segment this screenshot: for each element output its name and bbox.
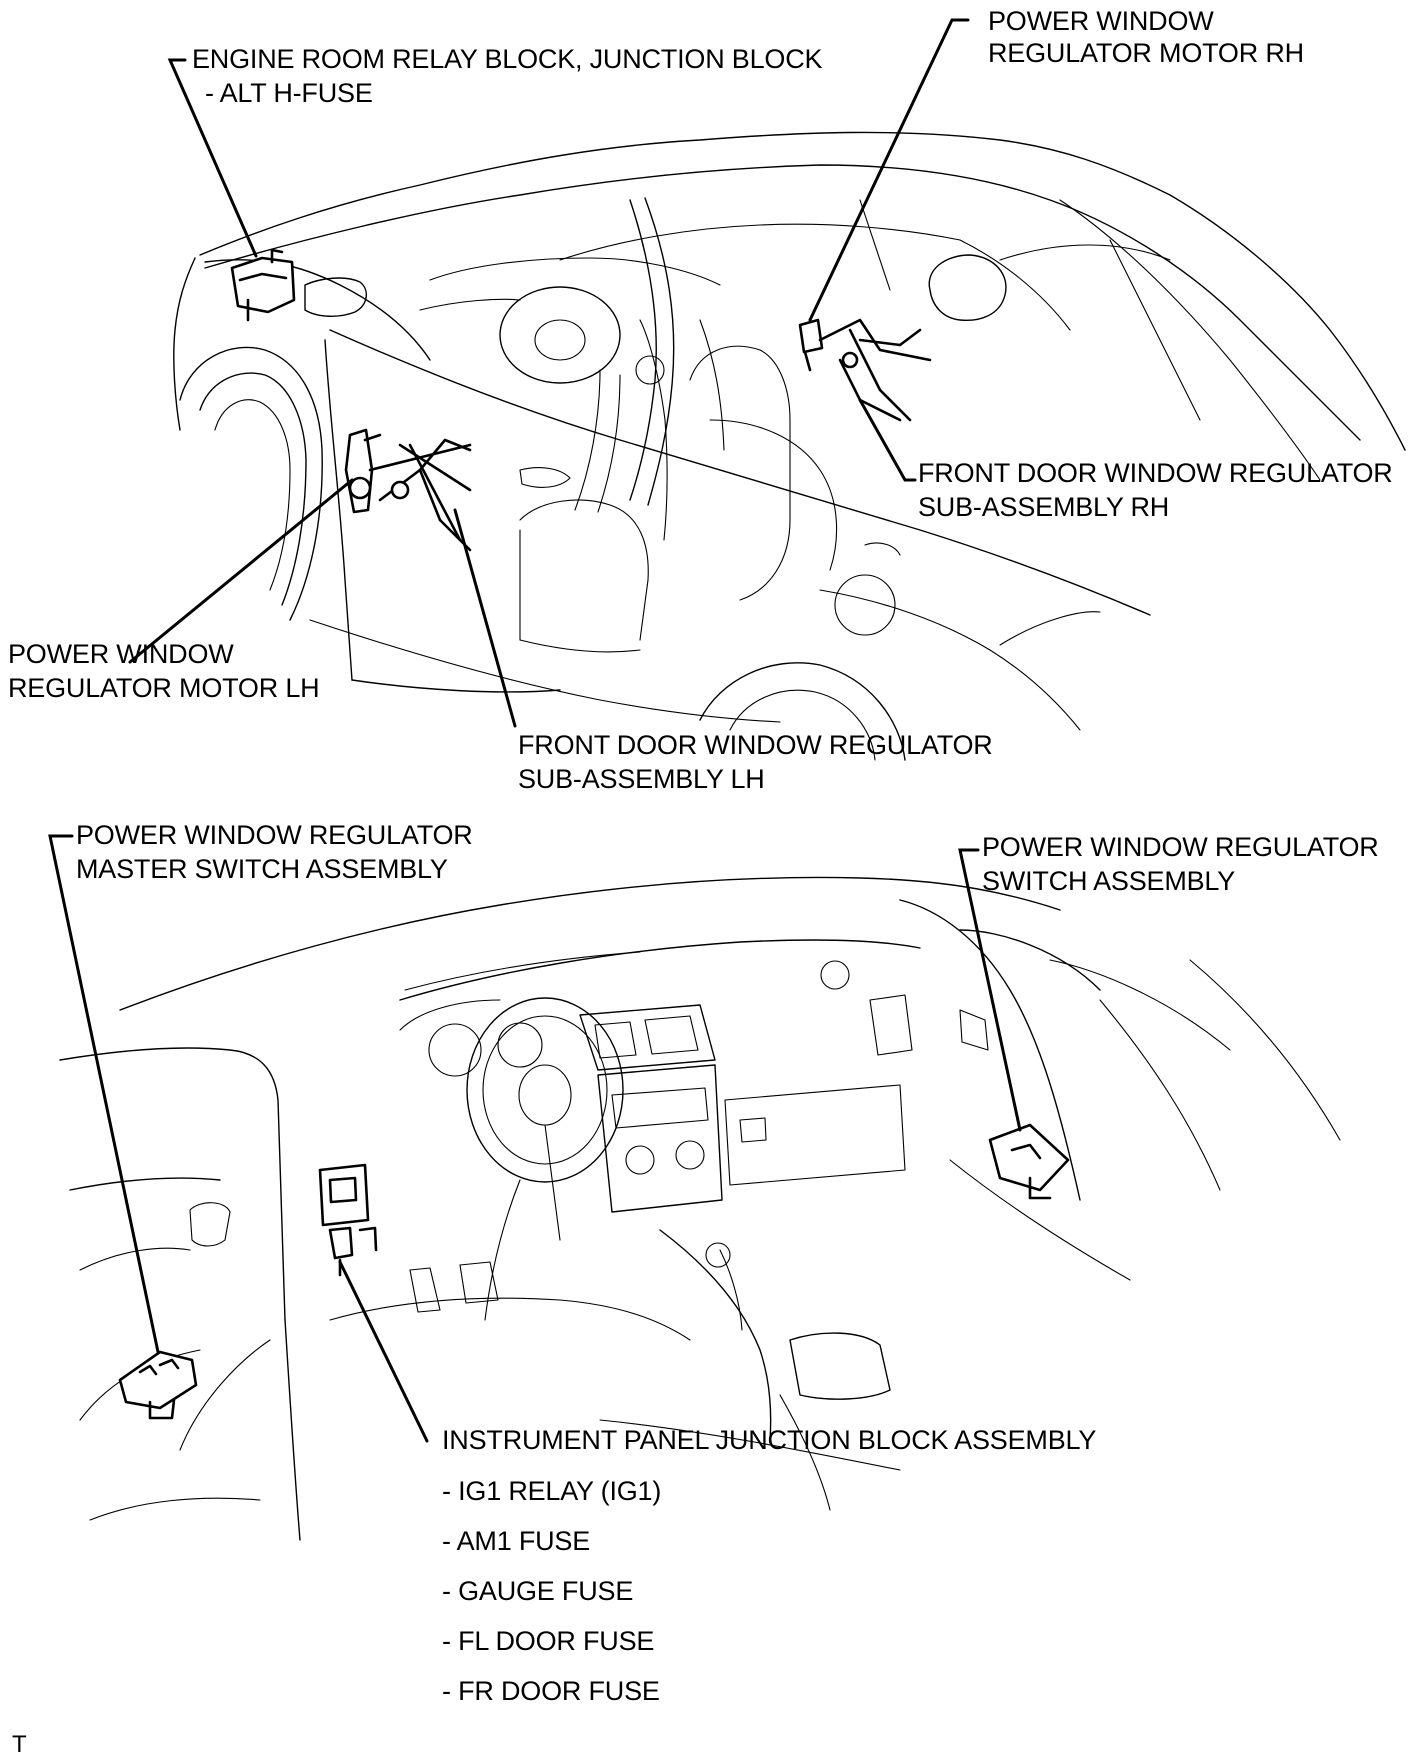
master-switch-label-line1: POWER WINDOW REGULATOR — [76, 820, 473, 850]
ip-item-fl-door-fuse: - FL DOOR FUSE — [442, 1626, 655, 1656]
corner-mark: T — [12, 1731, 27, 1758]
front-door-rh-label-line1: FRONT DOOR WINDOW REGULATOR — [918, 458, 1393, 488]
pw-motor-lh-label-line1: POWER WINDOW — [8, 639, 234, 669]
ip-junction-label: INSTRUMENT PANEL JUNCTION BLOCK ASSEMBLY — [442, 1425, 1097, 1455]
front-door-lh-label-line1: FRONT DOOR WINDOW REGULATOR — [518, 730, 993, 760]
front-door-rh-label-line2: SUB-ASSEMBLY RH — [918, 492, 1170, 522]
pw-motor-lh-label-line2: REGULATOR MOTOR LH — [8, 673, 320, 703]
front-door-window-regulator-rh-symbol — [818, 318, 932, 422]
power-window-regulator-motor-lh-symbol — [344, 428, 382, 514]
front-door-lh-label-line2: SUB-ASSEMBLY LH — [518, 764, 765, 794]
ip-item-am1-fuse: - AM1 FUSE — [442, 1526, 591, 1556]
ip-item-fr-door-fuse: - FR DOOR FUSE — [442, 1676, 660, 1706]
instrument-panel-junction-block-symbol — [318, 1163, 378, 1277]
front-door-window-regulator-lh-symbol — [368, 438, 472, 552]
power-window-master-switch-symbol — [118, 1350, 198, 1420]
pw-motor-rh-label-line2: REGULATOR MOTOR RH — [988, 38, 1304, 68]
engine-room-relay-label: ENGINE ROOM RELAY BLOCK, JUNCTION BLOCK — [192, 44, 823, 74]
pw-switch-label-line1: POWER WINDOW REGULATOR — [982, 832, 1379, 862]
engine-room-relay-block-symbol — [230, 248, 296, 322]
leader-lines — [48, 18, 1022, 1443]
master-switch-label-line2: MASTER SWITCH ASSEMBLY — [76, 854, 448, 884]
power-window-regulator-motor-rh-symbol — [798, 318, 824, 372]
pw-switch-label-line2: SWITCH ASSEMBLY — [982, 866, 1236, 896]
vehicle-exterior-illustration — [173, 131, 1406, 761]
power-window-switch-symbol — [988, 1123, 1070, 1200]
vehicle-interior-illustration — [59, 876, 1341, 1541]
engine-room-relay-sub-label: - ALT H-FUSE — [205, 78, 373, 108]
ip-item-ig1-relay: - IG1 RELAY (IG1) — [442, 1476, 662, 1506]
pw-motor-rh-label-line1: POWER WINDOW — [988, 6, 1214, 36]
ip-item-gauge-fuse: - GAUGE FUSE — [442, 1576, 634, 1606]
